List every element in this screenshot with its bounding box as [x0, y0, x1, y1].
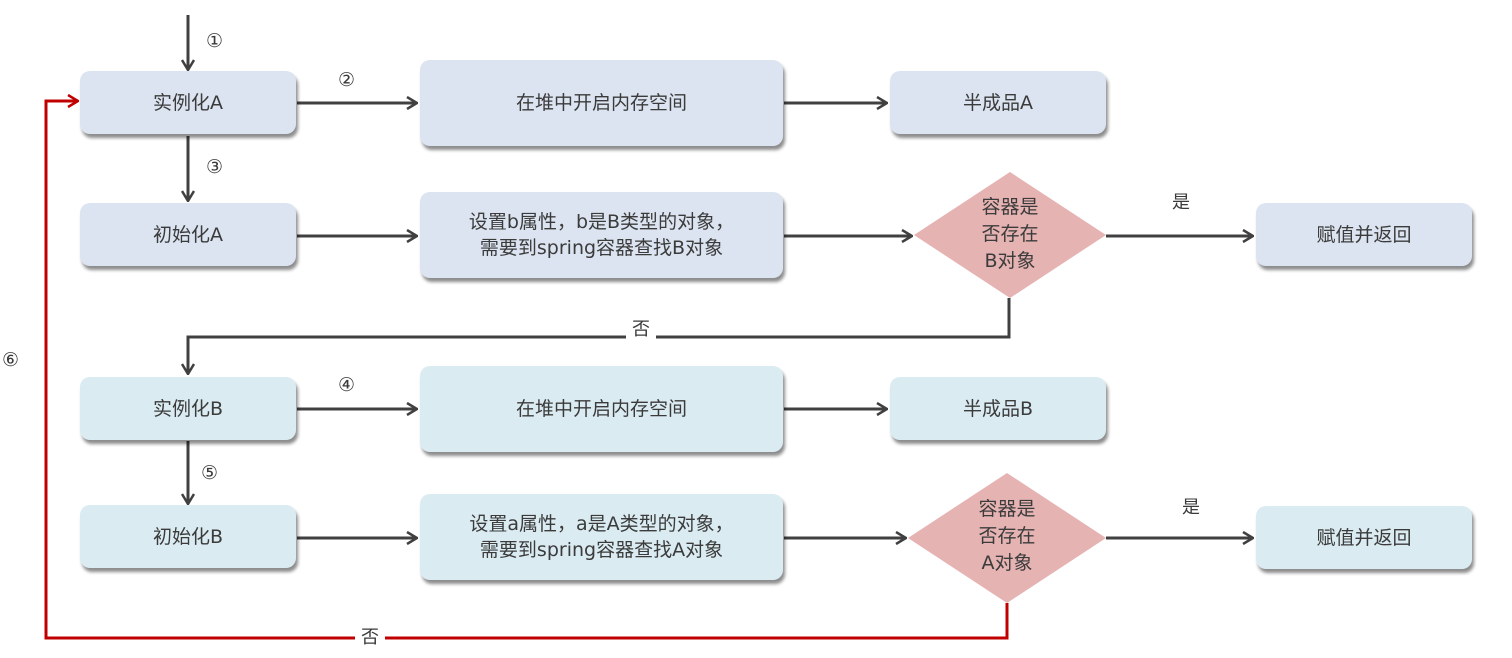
half-product-a-box: 半成品A: [890, 71, 1106, 134]
initialize-a-label: 初始化A: [153, 223, 223, 246]
assign-return-b-label: 赋值并返回: [1316, 526, 1412, 549]
decision-a-line2: 否存在: [978, 525, 1036, 547]
assign-return-a-label: 赋值并返回: [1316, 223, 1412, 246]
no-label-b: 否: [626, 319, 656, 341]
decision-a-line3: A对象: [981, 552, 1033, 574]
step-1-label: ①: [206, 30, 224, 52]
set-prop-a-line1: 设置a属性，a是A类型的对象，: [469, 513, 734, 535]
heap-alloc-b-box: 在堆中开启内存空间: [420, 366, 783, 452]
instantiate-a-box: 实例化A: [80, 71, 296, 134]
heap-alloc-a-box: 在堆中开启内存空间: [420, 60, 783, 146]
assign-return-a-box: 赋值并返回: [1256, 203, 1472, 266]
heap-alloc-a-label: 在堆中开启内存空间: [515, 92, 687, 114]
step-3-label: ③: [206, 156, 224, 178]
set-prop-b-line2: 需要到spring容器查找B对象: [479, 237, 724, 259]
instantiate-a-label: 实例化A: [153, 91, 223, 114]
decision-diamond-a: [908, 473, 1106, 603]
arrow-decision-b-no: [188, 298, 1011, 374]
heap-alloc-b-label: 在堆中开启内存空间: [515, 398, 687, 420]
half-product-b-box: 半成品B: [890, 377, 1106, 440]
step-2-label: ②: [338, 69, 356, 91]
set-prop-a-box: 设置a属性，a是A类型的对象， 需要到spring容器查找A对象: [420, 494, 783, 580]
yes-label-b: 是: [1166, 192, 1196, 214]
set-prop-a-line2: 需要到spring容器查找A对象: [479, 539, 724, 561]
arrow-decision-a-no-loop: [44, 101, 1009, 640]
set-prop-b-box: 设置b属性，b是B类型的对象， 需要到spring容器查找B对象: [420, 192, 783, 278]
decision-diamond-b: [914, 172, 1106, 298]
initialize-a-box: 初始化A: [80, 203, 296, 266]
step-4-label: ④: [338, 374, 356, 396]
instantiate-b-label: 实例化B: [152, 397, 224, 420]
instantiate-b-box: 实例化B: [80, 377, 296, 440]
decision-b-text: 容器是 否存在 B对象: [965, 194, 1055, 275]
step-6-label: ⑥: [2, 349, 20, 371]
initialize-b-label: 初始化B: [152, 525, 224, 548]
half-product-a-label: 半成品A: [963, 91, 1033, 114]
assign-return-b-box: 赋值并返回: [1256, 506, 1472, 569]
decision-b-line3: B对象: [984, 250, 1036, 272]
step-5-label: ⑤: [201, 462, 219, 484]
decision-b-line2: 否存在: [981, 223, 1039, 245]
decision-a-line1: 容器是: [978, 498, 1036, 520]
initialize-b-box: 初始化B: [80, 505, 296, 568]
decision-b-line1: 容器是: [981, 196, 1039, 218]
half-product-b-label: 半成品B: [962, 397, 1034, 420]
yes-label-a: 是: [1176, 497, 1206, 519]
set-prop-b-line1: 设置b属性，b是B类型的对象，: [468, 211, 735, 233]
no-label-a: 否: [355, 627, 385, 649]
decision-a-text: 容器是 否存在 A对象: [962, 496, 1052, 577]
